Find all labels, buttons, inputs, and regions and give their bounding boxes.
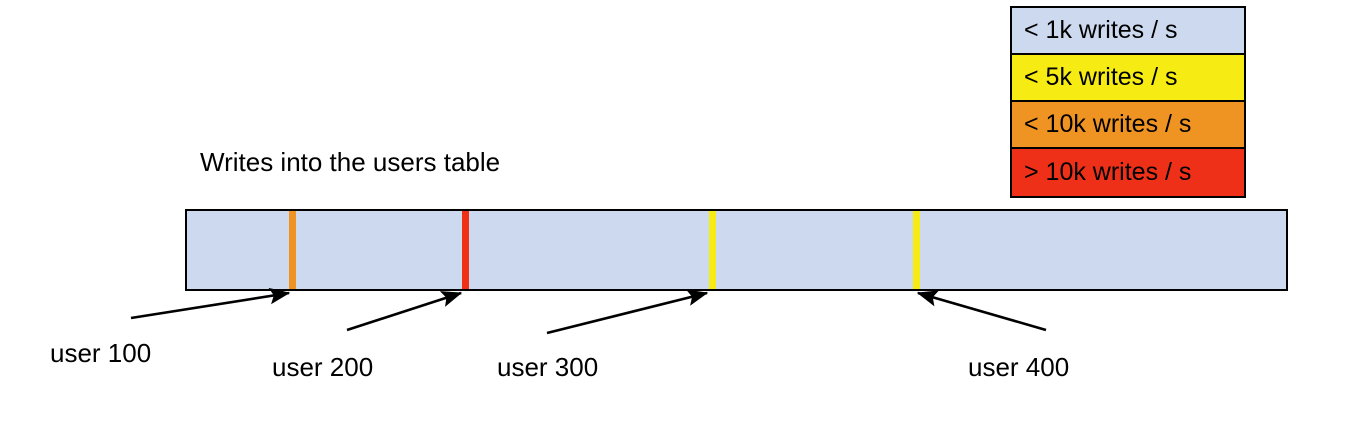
legend-label-under-10k: < 10k writes / s (1024, 110, 1192, 138)
label-user-300: user 300 (497, 352, 599, 382)
chart-title: Writes into the users table (200, 147, 501, 177)
arrow-user-100 (130, 287, 291, 320)
bar-marker-user-300 (709, 211, 716, 289)
legend-row-over-10k: > 10k writes / s (1012, 149, 1244, 196)
label-user-200: user 200 (272, 352, 374, 382)
arrow-user-300 (546, 289, 709, 335)
bar-marker-user-200 (462, 211, 469, 289)
legend-row-under-5k: < 5k writes / s (1012, 55, 1244, 102)
label-user-400: user 400 (968, 352, 1070, 382)
label-user-100: user 100 (50, 338, 152, 368)
legend-label-over-10k: > 10k writes / s (1024, 158, 1192, 186)
legend-row-under-10k: < 10k writes / s (1012, 102, 1244, 149)
arrow-user-400 (916, 290, 1047, 332)
legend-label-under-5k: < 5k writes / s (1024, 63, 1178, 91)
users-table-bar (185, 209, 1288, 291)
bar-marker-user-100 (289, 211, 296, 289)
legend-label-under-1k: < 1k writes / s (1024, 16, 1178, 44)
arrow-user-200 (346, 291, 463, 332)
bar-marker-user-400 (913, 211, 920, 289)
legend-row-under-1k: < 1k writes / s (1012, 8, 1244, 55)
legend: < 1k writes / s < 5k writes / s < 10k wr… (1010, 6, 1246, 198)
